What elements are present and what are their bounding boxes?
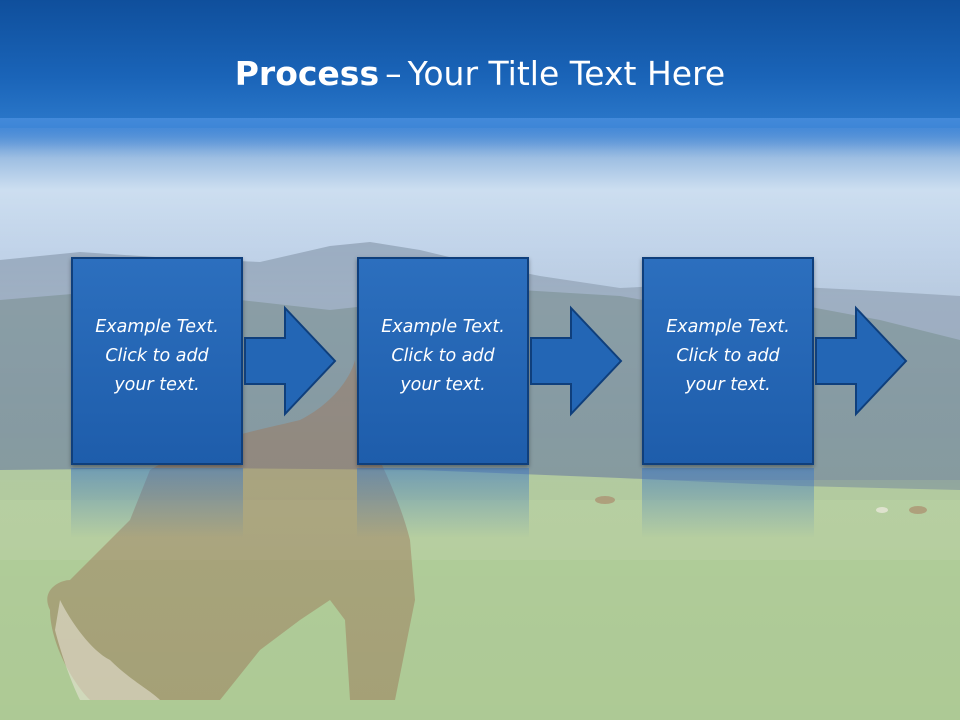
step-1-line-1: Example Text. <box>95 317 219 337</box>
title-glow <box>0 118 960 158</box>
step-3-line-2: Click to add <box>676 346 780 366</box>
step-1-arrow-icon <box>244 305 337 417</box>
title-band <box>0 0 960 128</box>
title-rest: Your Title Text Here <box>407 54 726 93</box>
step-3-line-1: Example Text. <box>666 317 790 337</box>
step-3-box[interactable]: Example Text. Click to add your text. <box>642 257 814 465</box>
step-3-reflection <box>642 468 814 538</box>
step-2-line-1: Example Text. <box>381 317 505 337</box>
step-2-line-3: your text. <box>400 375 486 395</box>
step-2-reflection <box>357 468 529 538</box>
step-1-reflection <box>71 468 243 538</box>
step-1-line-2: Click to add <box>105 346 209 366</box>
step-1-text: Example Text. Click to add your text. <box>73 313 241 400</box>
slide-title[interactable]: Process–Your Title Text Here <box>0 52 960 96</box>
step-2-arrow-icon <box>530 305 623 417</box>
step-3-arrow-icon <box>815 305 908 417</box>
step-2-line-2: Click to add <box>391 346 495 366</box>
step-3-text: Example Text. Click to add your text. <box>644 313 812 400</box>
step-2-text: Example Text. Click to add your text. <box>359 313 527 400</box>
step-3-line-3: your text. <box>685 375 771 395</box>
step-1-line-3: your text. <box>114 375 200 395</box>
step-1-box[interactable]: Example Text. Click to add your text. <box>71 257 243 465</box>
title-dash: – <box>385 54 402 93</box>
title-bold: Process <box>234 54 380 93</box>
step-2-box[interactable]: Example Text. Click to add your text. <box>357 257 529 465</box>
